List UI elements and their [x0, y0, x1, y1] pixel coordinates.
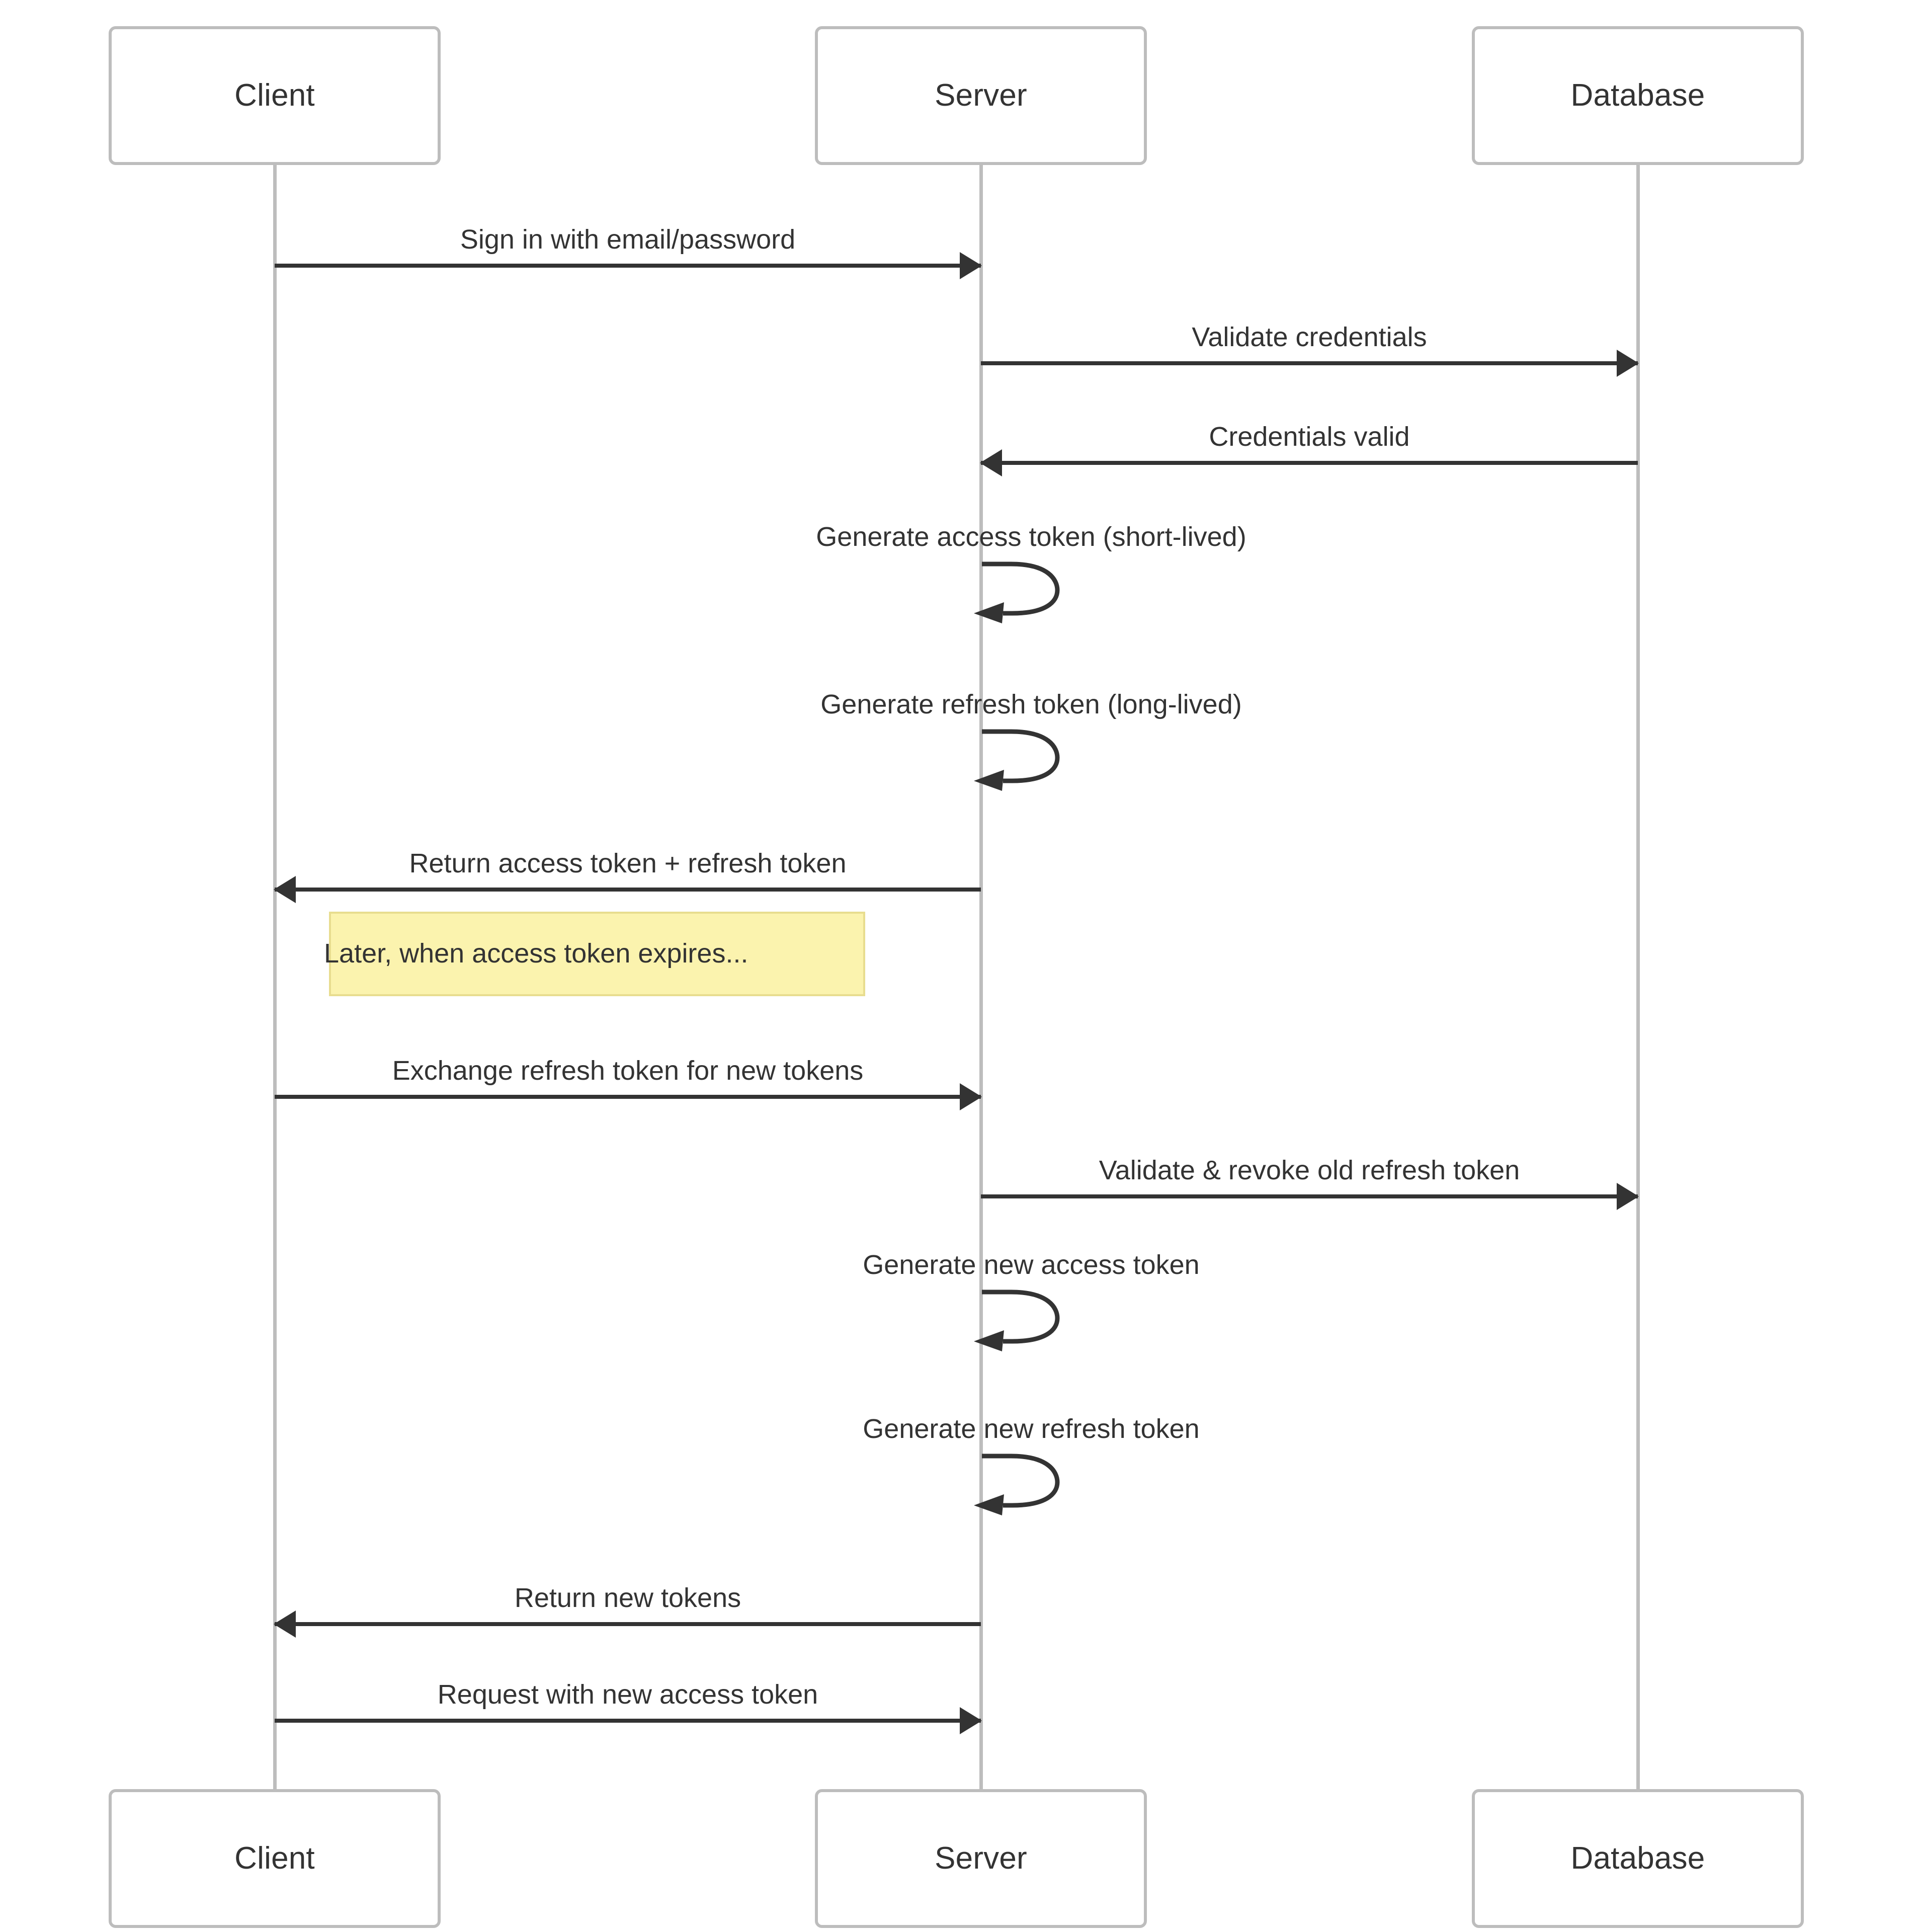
arrowhead-right-icon: [1617, 1183, 1639, 1210]
message-shaft: [981, 1194, 1638, 1198]
self-message-generate-access-token[interactable]: Generate access token (short-lived): [816, 522, 1246, 626]
message-shaft: [981, 361, 1638, 365]
message-shaft: [275, 1719, 981, 1723]
note-text: Later, when access token expires...: [324, 938, 748, 969]
arrowhead-left-icon: [980, 449, 1002, 476]
arrowhead-right-icon: [960, 1083, 982, 1110]
self-message-generate-new-refresh-token[interactable]: Generate new refresh token: [863, 1414, 1200, 1518]
message-shaft: [275, 1095, 981, 1099]
message-label: Request with new access token: [437, 1679, 818, 1710]
self-loop-icon: [974, 1290, 1060, 1351]
participant-label-client-bottom: Client: [234, 1841, 315, 1876]
participant-box-client-bottom[interactable]: Client: [109, 1789, 441, 1928]
participant-label-database-top: Database: [1570, 78, 1705, 113]
message-shaft: [275, 1622, 981, 1626]
self-loop-icon: [974, 729, 1060, 791]
arrowhead-right-icon: [960, 1707, 982, 1734]
participant-label-client-top: Client: [234, 78, 315, 113]
message-label: Generate refresh token (long-lived): [820, 689, 1242, 719]
participant-box-server-top[interactable]: Server: [815, 26, 1147, 165]
lifeline-client: [273, 165, 277, 1789]
message-label: Generate new refresh token: [863, 1413, 1200, 1444]
participant-label-server-bottom: Server: [935, 1841, 1027, 1876]
arrowhead-left-icon: [274, 1611, 296, 1638]
self-loop-icon: [974, 561, 1060, 623]
message-label: Generate new access token: [863, 1249, 1200, 1280]
message-label: Validate & revoke old refresh token: [1099, 1155, 1520, 1185]
message-label: Sign in with email/password: [460, 224, 796, 255]
participant-box-database-bottom[interactable]: Database: [1472, 1789, 1804, 1928]
participant-box-client-top[interactable]: Client: [109, 26, 441, 165]
participant-label-server-top: Server: [935, 78, 1027, 113]
lifeline-database: [1636, 165, 1640, 1789]
message-label: Generate access token (short-lived): [816, 521, 1246, 552]
participant-label-database-bottom: Database: [1570, 1841, 1705, 1876]
message-label: Credentials valid: [1209, 421, 1410, 452]
arrowhead-right-icon: [960, 252, 982, 279]
self-message-generate-new-access-token[interactable]: Generate new access token: [863, 1250, 1200, 1354]
message-label: Return access token + refresh token: [409, 848, 847, 878]
lifeline-server: [979, 165, 983, 1789]
message-label: Return new tokens: [514, 1582, 741, 1613]
self-loop-icon: [974, 1454, 1060, 1515]
note-access-token-expires: Later, when access token expires...: [324, 912, 865, 996]
arrowhead-right-icon: [1617, 350, 1639, 377]
message-shaft: [275, 888, 981, 892]
self-message-generate-refresh-token[interactable]: Generate refresh token (long-lived): [820, 689, 1242, 794]
message-label: Exchange refresh token for new tokens: [392, 1055, 864, 1086]
participant-box-server-bottom[interactable]: Server: [815, 1789, 1147, 1928]
message-shaft: [981, 461, 1638, 465]
arrowhead-left-icon: [274, 876, 296, 903]
participant-box-database-top[interactable]: Database: [1472, 26, 1804, 165]
message-label: Validate credentials: [1192, 321, 1427, 352]
message-shaft: [275, 264, 981, 268]
